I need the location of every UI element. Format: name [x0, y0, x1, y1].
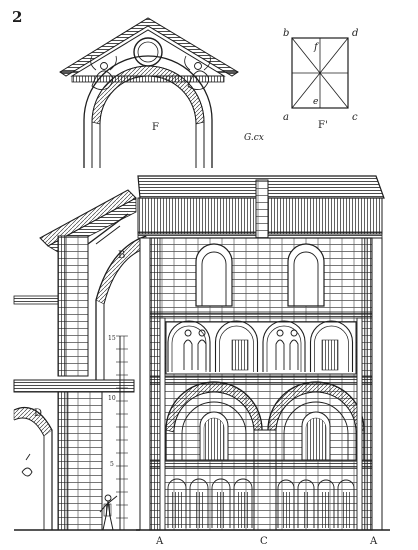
clerestory-window-left	[195, 243, 233, 307]
label-geometric-diagram: F'	[318, 120, 328, 131]
blind-arch	[167, 478, 187, 528]
corner-bottom-middle: e	[313, 97, 318, 107]
label-gable-detail: F	[152, 122, 159, 133]
arcade-arch	[167, 320, 211, 372]
blind-arch-shadow	[342, 492, 350, 528]
blind-arch-shadow	[216, 492, 226, 528]
blind-arch	[211, 478, 231, 528]
scale-mark-10: 10	[108, 395, 116, 402]
blind-arch-shadow	[194, 492, 204, 528]
scale-bar	[116, 335, 128, 530]
blind-arch-shadow	[322, 492, 330, 528]
church-elevation	[136, 175, 390, 531]
label-bay-center: C	[260, 536, 268, 547]
arcade-arch	[262, 320, 306, 372]
arcade-arch-inner	[314, 325, 349, 372]
blind-arch	[337, 479, 355, 528]
blind-arch	[297, 479, 315, 528]
corner-top-left: b	[283, 28, 289, 39]
corner-bottom-right: c	[352, 112, 358, 123]
blind-arch	[277, 479, 295, 528]
blind-arch-shadow	[238, 492, 248, 528]
gable-detail-figure: G.cx	[59, 17, 264, 168]
label-bay-left: A	[155, 536, 164, 547]
scale-mark-15: 15	[108, 335, 116, 342]
corner-bottom-left: a	[283, 112, 289, 123]
blind-arch-shadow	[172, 492, 182, 528]
engraver-signature: G.cx	[244, 133, 264, 143]
blind-arch	[189, 478, 209, 528]
label-side-section-upper: B	[118, 250, 125, 261]
clerestory-window-right	[287, 243, 325, 307]
great-arch-right	[267, 381, 365, 461]
blind-arch	[233, 478, 253, 528]
statue-arcade	[165, 320, 357, 375]
arcade-arch-inner	[219, 325, 254, 372]
corner-top-middle: f	[313, 42, 320, 53]
blind-arch-shadow	[302, 492, 310, 528]
geometric-diagram	[291, 37, 349, 109]
label-side-section-lower: D	[34, 408, 42, 419]
blind-arch	[317, 479, 335, 528]
plate-number: 2	[12, 8, 22, 26]
arcade-arch-inner	[171, 325, 207, 372]
arcade-arch	[214, 320, 259, 372]
arcade-arch	[309, 320, 354, 372]
blind-arch-shadow	[282, 492, 290, 528]
side-section-figure	[13, 189, 147, 531]
arcade-arch-inner	[266, 325, 302, 372]
human-figure	[99, 494, 118, 531]
scale-mark-5: 5	[110, 461, 114, 468]
label-bay-right: A	[369, 536, 378, 547]
corner-top-right: d	[352, 28, 358, 39]
